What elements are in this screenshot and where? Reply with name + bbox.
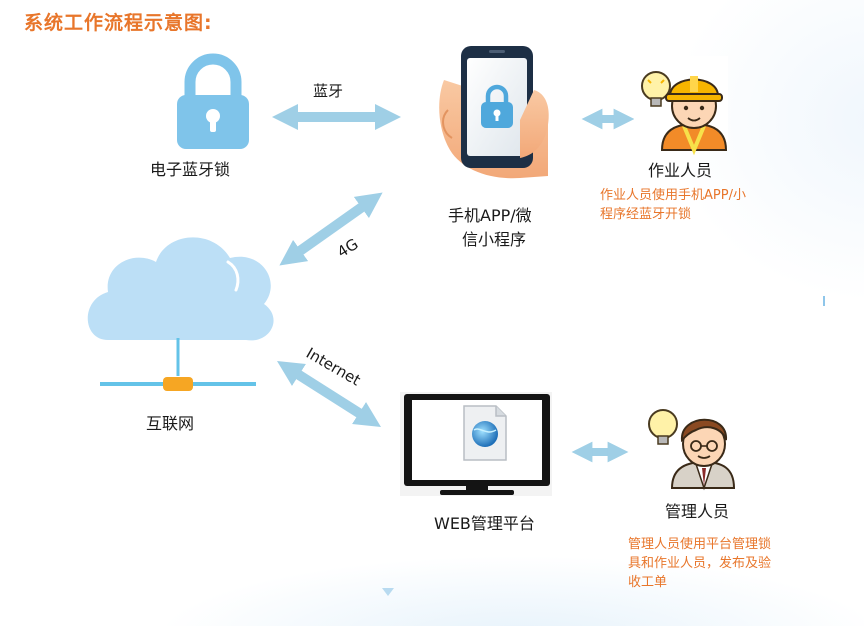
phone-label-line1: 手机APP/微 <box>448 206 532 225</box>
internet-arrow <box>277 361 381 427</box>
worker-note: 作业人员使用手机APP/小 程序经蓝牙开锁 <box>600 186 746 224</box>
worker-label: 作业人员 <box>648 161 713 180</box>
web-platform-label: WEB管理平台 <box>434 514 535 533</box>
manager-note-line2: 具和作业人员，发布及验 <box>628 556 772 571</box>
worker-note-line1: 作业人员使用手机APP/小 <box>600 188 746 203</box>
padlock-icon <box>177 53 249 149</box>
monitor-icon <box>400 392 552 496</box>
worker-note-line2: 程序经蓝牙开锁 <box>600 207 692 222</box>
lock-label: 电子蓝牙锁 <box>150 160 231 179</box>
manager-note-line3: 收工单 <box>628 575 668 590</box>
cloud-icon <box>87 237 274 391</box>
phone-icon <box>439 46 549 179</box>
manager-avatar <box>640 398 736 491</box>
4g-arrow <box>279 192 383 266</box>
manager-note: 管理人员使用平台管理锁 具和作业人员，发布及验 收工单 <box>628 535 771 592</box>
page-title: 系统工作流程示意图: <box>24 12 213 34</box>
worker-avatar <box>634 56 728 156</box>
internet-cloud-label: 互联网 <box>146 414 195 433</box>
manager-label: 管理人员 <box>665 502 730 521</box>
phone-label-line2: 信小程序 <box>462 230 527 249</box>
manager-note-line1: 管理人员使用平台管理锁 <box>628 537 772 552</box>
decoration-triangle <box>382 588 394 596</box>
bluetooth-label: 蓝牙 <box>313 82 344 100</box>
